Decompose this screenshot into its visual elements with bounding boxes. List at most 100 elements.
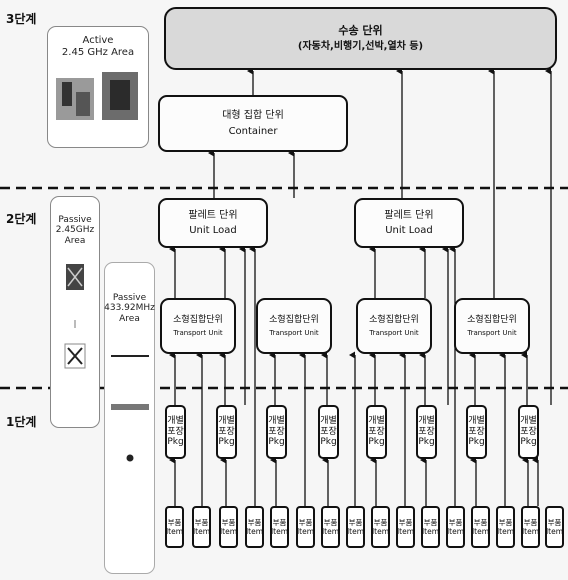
transport-unit-english-label: Transport Unit [369,329,418,337]
transport-unit-korean-label: 소형집합단위 [173,315,223,325]
package-label-2: 포장 [368,427,385,438]
package-label-2: 포장 [468,427,485,438]
item-korean-label: 부품 [195,518,209,527]
passive-433-title: Passive [113,293,146,303]
item-korean-label: 부품 [299,518,313,527]
transport-unit-english-label: Transport Unit [467,329,516,337]
package-label-2: 포장 [520,427,537,438]
active-area-panel: Active 2.45 GHz Area [47,26,149,148]
transport-unit-box: 소형집합단위 Transport Unit [160,298,236,354]
package-label-3: Pkg [520,437,536,448]
transport-unit-korean-label: 소형집합단위 [467,315,517,325]
transport-unit-box: 소형집합단위 Transport Unit [256,298,332,354]
item-korean-label: 부품 [168,518,182,527]
item-english-label: Item [220,527,237,536]
item-korean-label: 부품 [499,518,513,527]
unit-load-english-label: Unit Load [385,225,433,237]
item-korean-label: 부품 [474,518,488,527]
passive-245-frequency: 2.45GHz [56,225,95,235]
package-label-2: 포장 [418,427,435,438]
transport-unit-english-label: Transport Unit [269,329,318,337]
container-korean-label: 대형 집합 단위 [222,110,284,122]
active-area-frequency: 2.45 GHz Area [62,47,134,59]
container-english-label: Container [229,126,278,138]
package-box: 개별 포장 Pkg [466,405,487,459]
package-box: 개별 포장 Pkg [416,405,437,459]
item-english-label: Item [271,527,288,536]
item-korean-label: 부품 [248,518,262,527]
passive-245-area-word: Area [65,236,86,246]
package-label-1: 개별 [418,416,435,427]
package-box: 개별 포장 Pkg [318,405,339,459]
transport-unit-korean-label: 소형집합단위 [369,315,419,325]
stage-1-label: 1단계 [6,413,36,430]
package-label-3: Pkg [368,437,384,448]
package-label-3: Pkg [418,437,434,448]
active-area-title: Active [83,35,114,47]
item-korean-label: 부품 [449,518,463,527]
stage-3-label: 3단계 [6,10,36,27]
item-korean-label: 부품 [548,518,562,527]
item-korean-label: 부품 [524,518,538,527]
package-label-3: Pkg [218,437,234,448]
item-english-label: Item [397,527,414,536]
item-english-label: Item [166,527,183,536]
package-label-1: 개별 [468,416,485,427]
unit-load-box: 팔레트 단위 Unit Load [158,198,268,248]
passive-245-title: Passive [58,215,91,225]
package-box: 개별 포장 Pkg [165,405,186,459]
passive-433-frequency: 433.92MHz [104,303,155,313]
transport-unit-korean-label: 소형집합단위 [269,315,319,325]
package-label-2: 포장 [218,427,235,438]
passive-tag-icon [60,260,90,380]
vehicle-examples: (자동차,비행기,선박,열차 등) [298,41,423,53]
passive-433mhz-area-panel: Passive 433.92MHz Area [104,262,155,574]
item-korean-label: 부품 [222,518,236,527]
package-label-3: Pkg [468,437,484,448]
package-label-3: Pkg [167,437,183,448]
package-label-2: 포장 [167,427,184,438]
transport-unit-box: 소형집합단위 Transport Unit [454,298,530,354]
item-english-label: Item [246,527,263,536]
transport-unit-box: 소형집합단위 Transport Unit [356,298,432,354]
package-box: 개별 포장 Pkg [518,405,539,459]
package-label-1: 개별 [368,416,385,427]
item-korean-label: 부품 [349,518,363,527]
item-english-label: Item [472,527,489,536]
item-english-label: Item [347,527,364,536]
item-english-label: Item [522,527,539,536]
package-box: 개별 포장 Pkg [216,405,237,459]
item-korean-label: 부품 [374,518,388,527]
item-english-label: Item [447,527,464,536]
unit-load-korean-label: 팔레트 단위 [188,210,237,222]
unit-load-korean-label: 팔레트 단위 [384,210,433,222]
item-box: 부품Item [396,506,415,548]
item-english-label: Item [322,527,339,536]
container-box: 대형 집합 단위 Container [158,95,348,152]
item-korean-label: 부품 [273,518,287,527]
item-english-label: Item [193,527,210,536]
package-label-1: 개별 [167,416,184,427]
vehicle-transport-unit-box: 수송 단위 (자동차,비행기,선박,열차 등) [164,7,557,70]
item-english-label: Item [297,527,314,536]
passive-433-area-word: Area [119,314,140,324]
package-label-1: 개별 [218,416,235,427]
item-korean-label: 부품 [324,518,338,527]
passive-433-tag-icons [107,340,153,490]
package-label-3: Pkg [268,437,284,448]
item-korean-label: 부품 [424,518,438,527]
item-english-label: Item [497,527,514,536]
